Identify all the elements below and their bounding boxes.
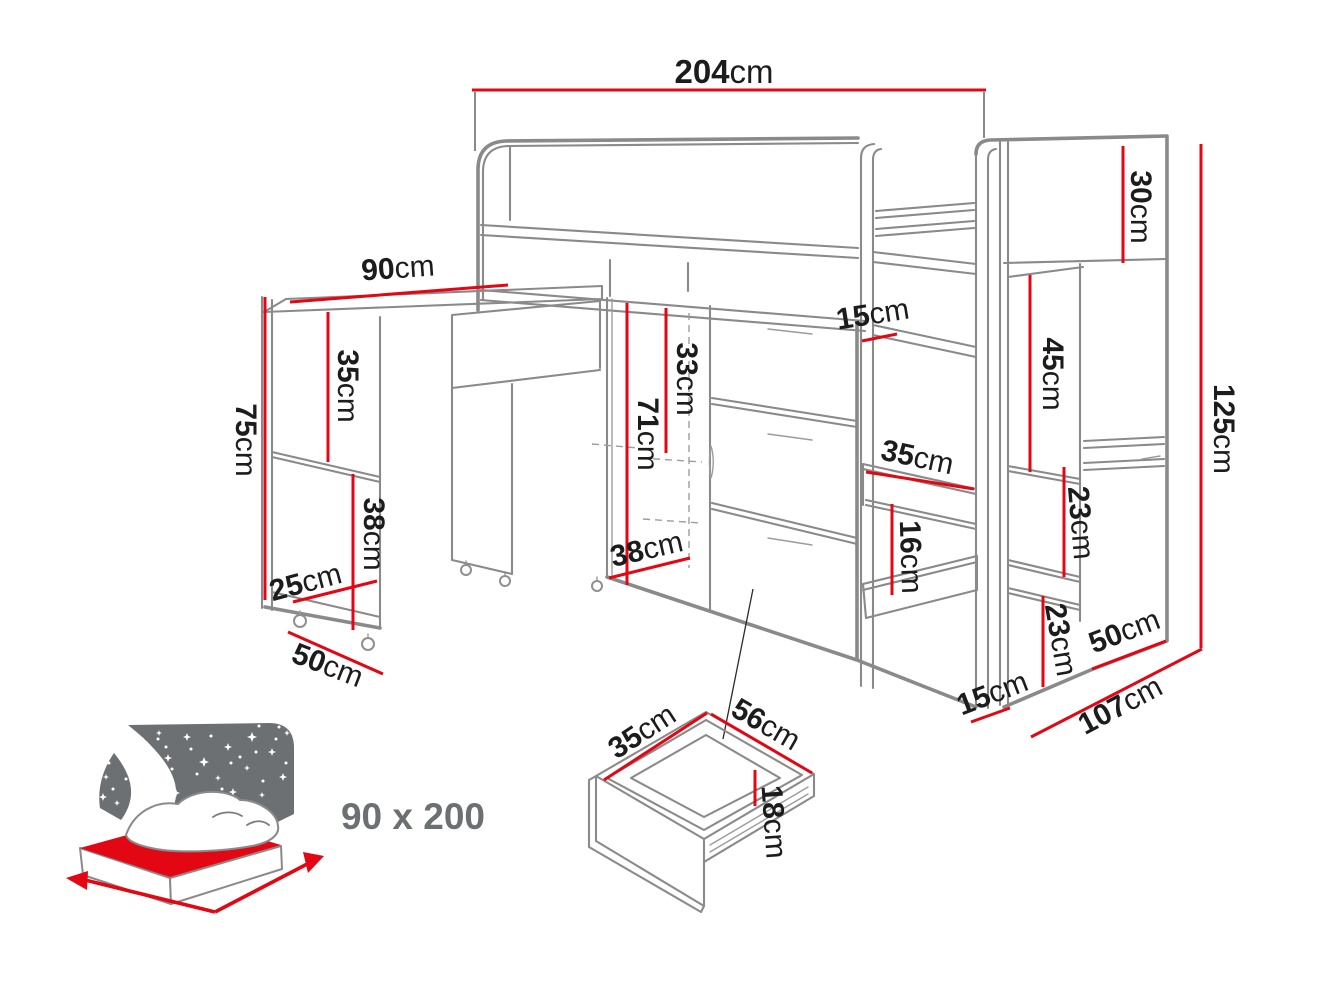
dim-label-35cm-desk: 35cm — [331, 349, 364, 422]
dim-label-33cm: 33cm — [670, 342, 703, 415]
dim-unit: cm — [331, 383, 364, 423]
dim-unit: cm — [393, 249, 435, 285]
dim-value: 75 — [229, 403, 262, 436]
dim-label-15cm-shelf: 15cm — [834, 292, 912, 336]
desk-drawing — [260, 284, 604, 651]
dimension-line-15cm-bottom — [970, 706, 1011, 724]
dim-label-38cm-cabinet: 38cm — [607, 525, 686, 574]
dimension-line-107cm — [1030, 647, 1203, 739]
dim-label-107cm: 107cm — [1073, 670, 1168, 741]
dim-label-23cm-upper: 23cm — [1061, 485, 1100, 561]
dimension-line-35cm-drawer — [603, 711, 708, 782]
dim-unit: cm — [298, 557, 345, 599]
dim-label-45cm: 45cm — [1036, 337, 1069, 410]
dim-unit: cm — [867, 292, 912, 331]
bed-size-label: 90 x 200 — [341, 796, 485, 837]
dim-label-50cm-right: 50cm — [1084, 603, 1164, 660]
dim-unit: cm — [670, 376, 703, 416]
dim-value: 35 — [331, 349, 364, 382]
dim-label-90cm-desk: 90cm — [360, 249, 435, 287]
dim-label-16cm: 16cm — [893, 520, 929, 594]
drawer-detail-drawing — [587, 588, 816, 914]
dim-value: 15 — [834, 299, 872, 337]
dim-value: 33 — [670, 342, 703, 375]
dimension-line-25cm — [292, 579, 378, 604]
drawer-slide-lines — [709, 786, 809, 853]
dim-unit: cm — [730, 53, 774, 90]
dim-value: 18 — [755, 784, 790, 820]
loft-bed-drawing — [263, 134, 1169, 710]
wardrobe-interior — [1002, 257, 1168, 623]
dim-label-75cm: 75cm — [229, 403, 262, 476]
dim-value: 16 — [893, 520, 927, 555]
starry-night-sliver — [99, 753, 132, 820]
dimension-line-38cm-cabinet — [608, 556, 691, 580]
caster-wheel — [361, 637, 375, 651]
dim-value: 45 — [1036, 337, 1069, 370]
pillow-fold-lines — [212, 811, 270, 826]
dim-unit: cm — [631, 431, 664, 471]
dim-unit: cm — [1207, 434, 1240, 474]
extension-lines — [474, 92, 985, 151]
dim-unit: cm — [1044, 634, 1083, 679]
bed-base-side — [169, 845, 283, 905]
width-arrow-line — [84, 878, 216, 914]
depth-arrow-line — [214, 859, 314, 914]
dim-label-125cm: 125cm — [1207, 384, 1240, 474]
duvet — [125, 790, 280, 853]
dim-value: 38 — [357, 497, 390, 530]
dim-unit: cm — [757, 817, 793, 859]
dimension-line-50cm-right — [1091, 639, 1167, 671]
dim-label-71cm: 71cm — [631, 397, 664, 470]
dim-value: 204 — [674, 53, 730, 90]
dim-label-204cm: 204cm — [674, 53, 773, 90]
dim-value: 90 — [360, 252, 396, 287]
dim-unit: cm — [894, 553, 928, 594]
drawer-box — [587, 710, 816, 914]
dim-value: 23 — [1061, 485, 1097, 521]
width-arrow-head — [66, 871, 88, 890]
dimension-line-90cm — [289, 283, 509, 304]
dimension-lines — [263, 88, 1203, 806]
caster-wheel — [591, 580, 603, 592]
dim-value: 35 — [878, 434, 918, 473]
dim-label-38cm-desk: 38cm — [357, 497, 390, 570]
dimension-line-15cm-shelf — [861, 332, 898, 343]
bed-outline-thick — [263, 134, 1169, 709]
dim-unit: cm — [1036, 371, 1069, 411]
caster-wheel — [499, 575, 511, 587]
dim-label-23cm-lower: 23cm — [1038, 601, 1083, 679]
caster-wheel — [293, 614, 307, 628]
caster-wheel — [460, 564, 472, 576]
dim-value: 30 — [1124, 170, 1157, 203]
dim-unit: cm — [229, 437, 262, 477]
dim-value: 125 — [1207, 384, 1240, 434]
dim-unit: cm — [911, 441, 957, 482]
dimension-line-56cm-drawer — [710, 712, 813, 775]
dim-value: 71 — [631, 397, 664, 430]
dim-label-18cm-drawer: 18cm — [755, 784, 793, 859]
dim-label-30cm: 30cm — [1124, 170, 1157, 243]
ladder-and-steps — [859, 139, 1010, 710]
drawer-leader-line — [722, 588, 754, 740]
desk-outline — [260, 284, 604, 630]
dimension-line-35cm-step — [865, 470, 975, 491]
dimension-line-50cm-desk — [287, 630, 384, 676]
dim-unit: cm — [1064, 518, 1100, 561]
bed-size-icon: 90 x 200 — [66, 723, 485, 914]
dim-value: 23 — [1038, 601, 1076, 640]
dim-unit: cm — [1124, 204, 1157, 244]
dim-unit: cm — [357, 531, 390, 571]
dim-label-35cm-step: 35cm — [878, 434, 957, 482]
dim-value: 38 — [607, 534, 647, 574]
dim-label-50cm-desk: 50cm — [287, 637, 367, 694]
depth-arrow-head — [303, 852, 324, 873]
bed-panels — [479, 141, 978, 613]
